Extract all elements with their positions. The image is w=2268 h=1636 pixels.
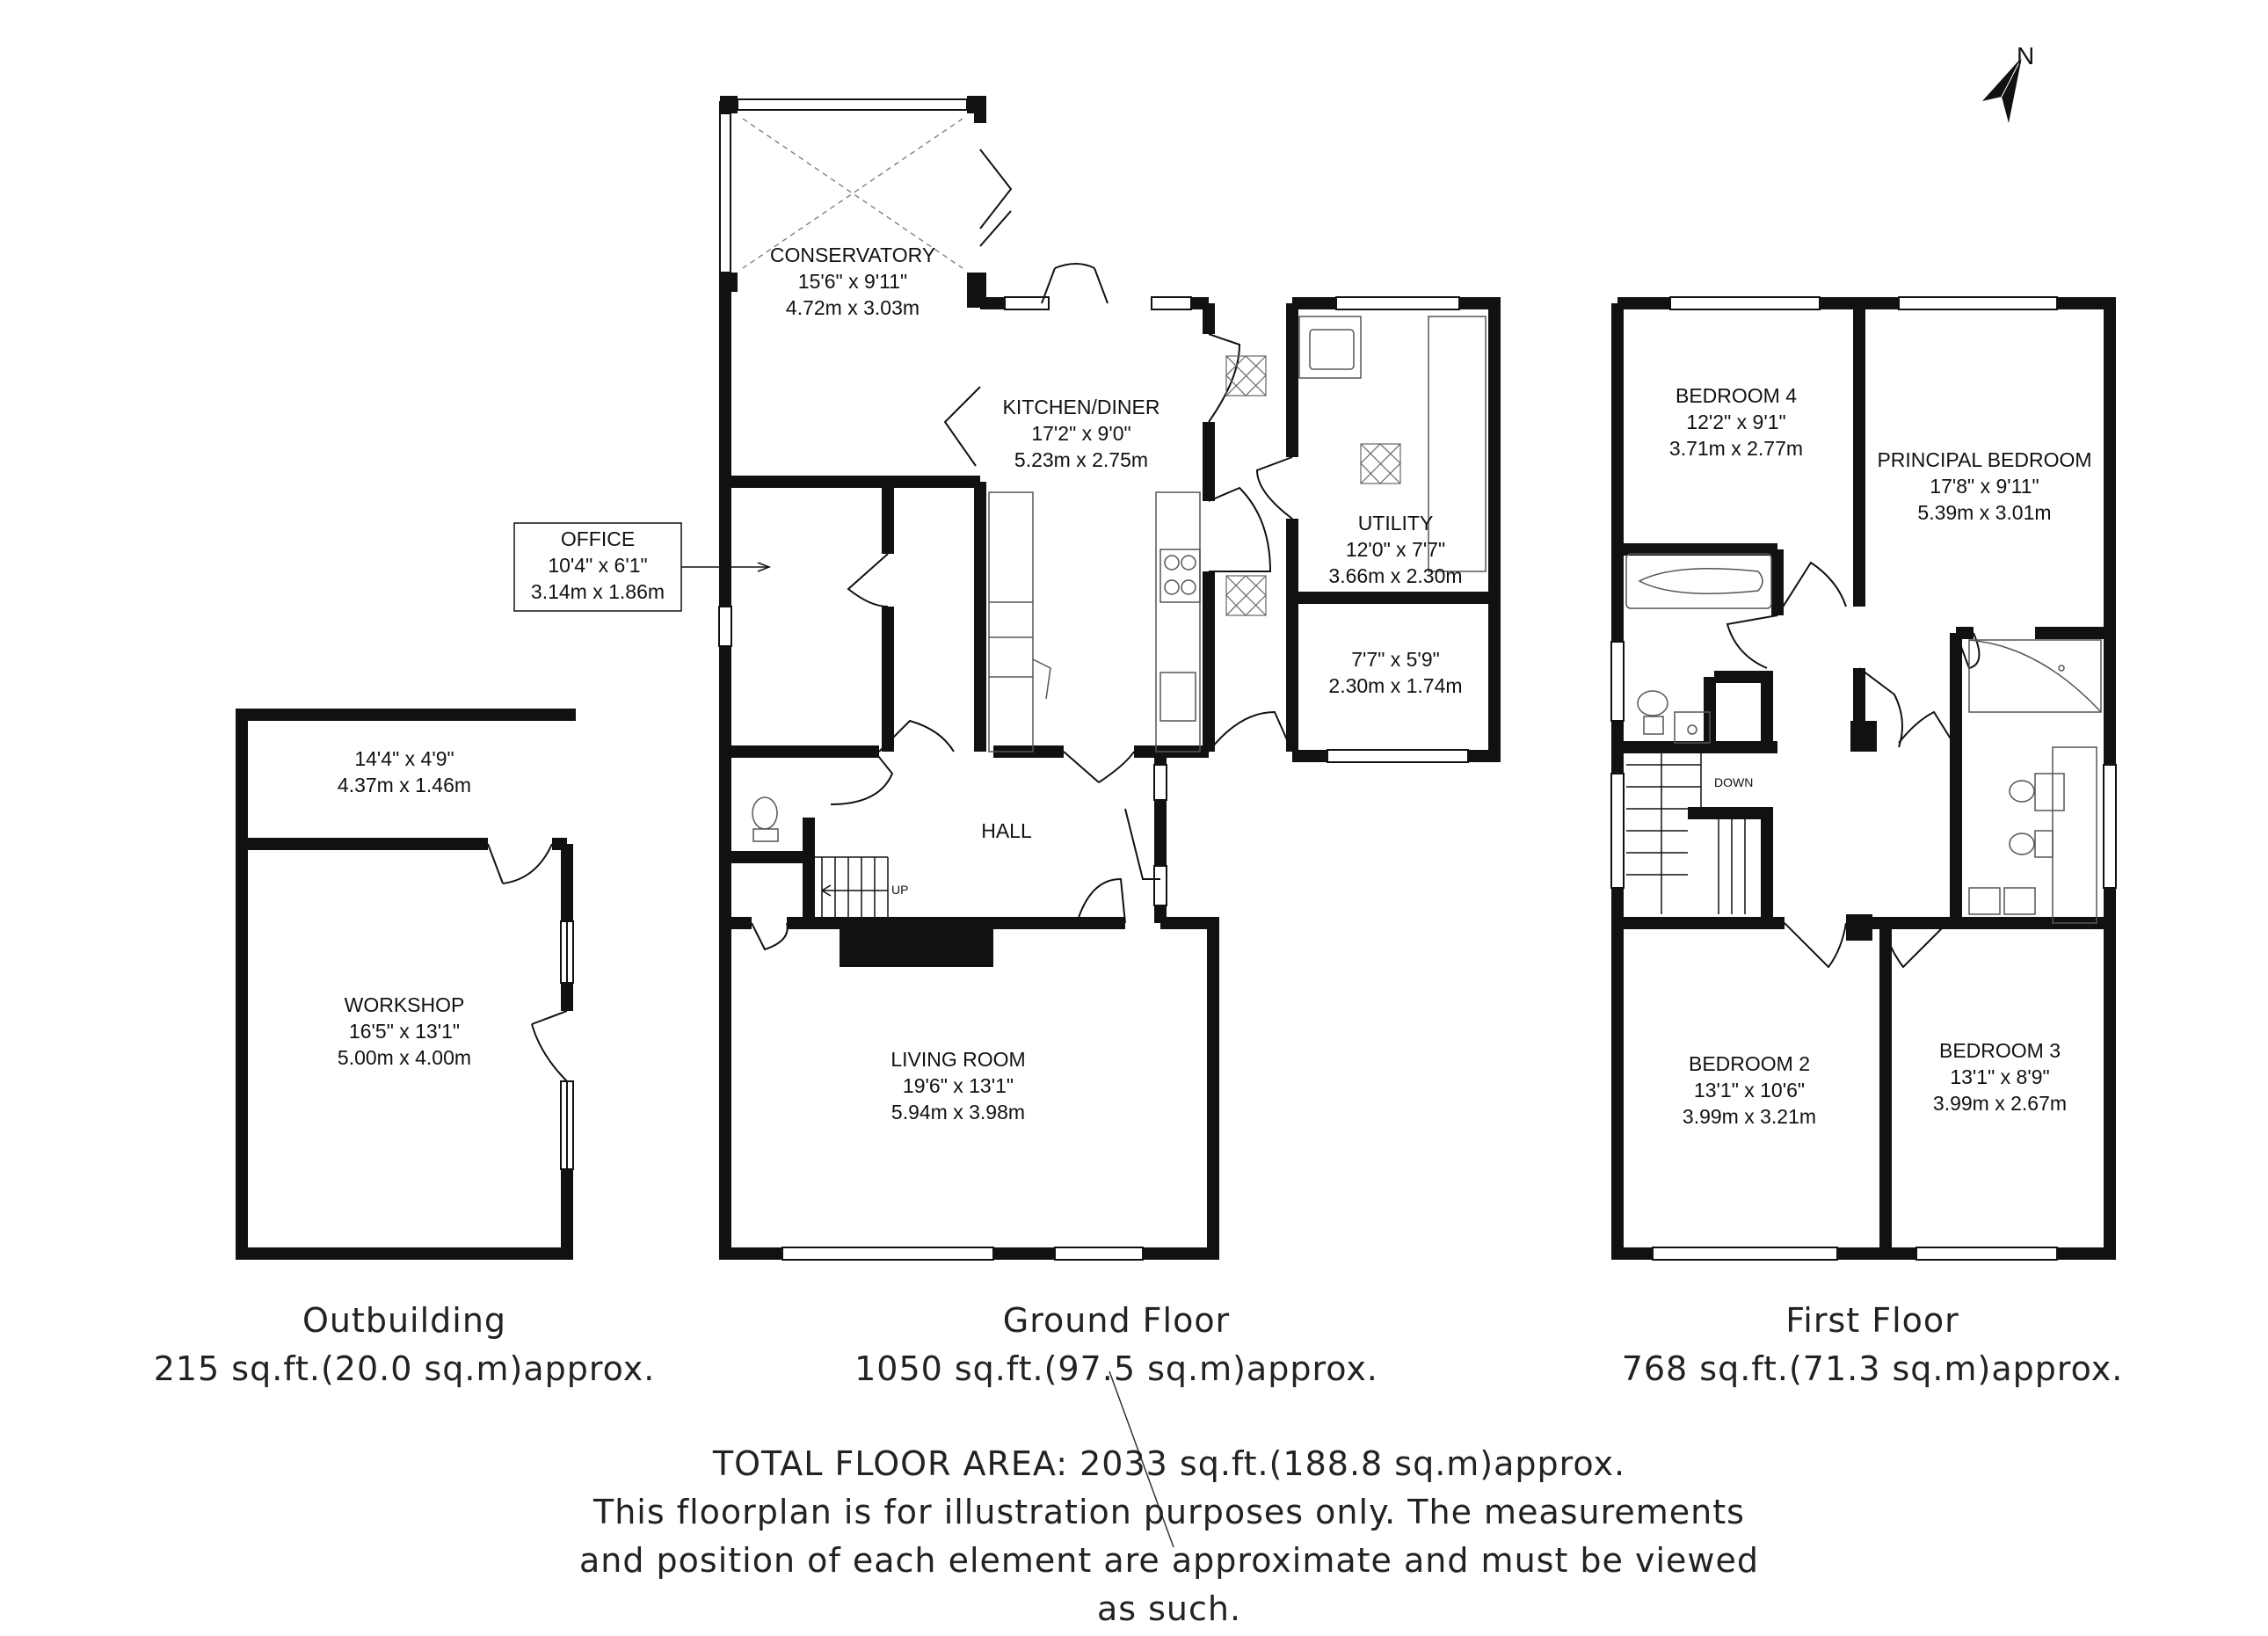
room-metric: 4.72m x 3.03m xyxy=(785,296,920,319)
disclaimer-line-2: and position of each element are approxi… xyxy=(578,1541,1760,1580)
room-label-store: 7'7" x 5'9" 2.30m x 1.74m xyxy=(1297,646,1494,699)
room-label-conservatory: CONSERVATORY 15'6" x 9'11" 4.72m x 3.03m xyxy=(752,242,954,321)
room-name: PRINCIPAL BEDROOM xyxy=(1877,448,2092,471)
ground-wc xyxy=(752,796,779,842)
room-label-office: OFFICE 10'4" x 6'1" 3.14m x 1.86m xyxy=(514,526,681,605)
caption-ground-floor: Ground Floor 1050 sq.ft.(97.5 sq.m)appro… xyxy=(800,1297,1433,1393)
disclaimer-line-3: as such. xyxy=(1096,1589,1242,1628)
fireplace xyxy=(840,923,993,967)
compass xyxy=(1982,56,2023,123)
room-label-workshop: WORKSHOP 16'5" x 13'1" 5.00m x 4.00m xyxy=(290,992,519,1071)
room-imperial: 16'5" x 13'1" xyxy=(348,1020,461,1043)
room-metric: 4.37m x 1.46m xyxy=(337,774,472,796)
room-imperial: 17'2" x 9'0" xyxy=(1031,422,1131,445)
stair-down-label: DOWN xyxy=(1714,775,1754,789)
room-name: BEDROOM 2 xyxy=(1688,1052,1811,1075)
room-metric: 5.39m x 3.01m xyxy=(1917,501,2052,524)
room-imperial: 13'1" x 8'9" xyxy=(1950,1065,2050,1088)
ground-floor-windows xyxy=(718,296,1469,1261)
room-metric: 2.30m x 1.74m xyxy=(1328,674,1463,697)
outbuilding-windows xyxy=(560,920,574,1170)
roof-lights xyxy=(1225,355,1401,616)
room-metric: 3.14m x 1.86m xyxy=(530,580,665,603)
room-imperial: 13'1" x 10'6" xyxy=(1693,1079,1806,1102)
room-imperial: 10'4" x 6'1" xyxy=(548,554,648,577)
outbuilding-doors xyxy=(487,843,568,1082)
room-metric: 5.94m x 3.98m xyxy=(890,1101,1026,1123)
room-metric: 5.00m x 4.00m xyxy=(337,1046,472,1069)
first-floor-pillar-2 xyxy=(1846,914,1872,941)
room-imperial: 14'4" x 4'9" xyxy=(354,747,454,770)
first-floor-pillar xyxy=(1850,721,1877,752)
room-name: LIVING ROOM xyxy=(890,1048,1026,1071)
room-imperial: 12'0" x 7'7" xyxy=(1345,538,1446,561)
caption-outbuilding: Outbuilding 215 sq.ft.(20.0 sq.m)approx. xyxy=(105,1297,703,1393)
room-name: OFFICE xyxy=(560,527,636,550)
floor-name: Ground Floor xyxy=(1002,1301,1231,1340)
room-name: BEDROOM 4 xyxy=(1675,384,1798,407)
first-floor-bathroom xyxy=(1625,553,1772,744)
room-imperial: 7'7" x 5'9" xyxy=(1351,648,1440,671)
room-name: KITCHEN/DINER xyxy=(1002,396,1160,418)
room-label-bedroom4: BEDROOM 4 12'2" x 9'1" 3.71m x 2.77m xyxy=(1635,382,1837,462)
first-floor-windows xyxy=(1610,296,2117,1261)
room-name: WORKSHOP xyxy=(344,993,465,1016)
room-imperial: 19'6" x 13'1" xyxy=(902,1074,1014,1097)
compass-north-label: N xyxy=(2017,42,2035,69)
total-floor-area: TOTAL FLOOR AREA: 2033 sq.ft.(188.8 sq.m… xyxy=(712,1444,1626,1483)
floor-area: 215 sq.ft.(20.0 sq.m)approx. xyxy=(153,1349,656,1388)
floor-area: 768 sq.ft.(71.3 sq.m)approx. xyxy=(1621,1349,2124,1388)
room-label-bedroom3: BEDROOM 3 13'1" x 8'9" 3.99m x 2.67m xyxy=(1894,1037,2105,1116)
footer-notes: TOTAL FLOOR AREA: 2033 sq.ft.(188.8 sq.m… xyxy=(440,1440,1899,1633)
room-metric: 3.66m x 2.30m xyxy=(1328,564,1463,587)
ground-floor-doors xyxy=(751,263,1293,951)
room-imperial: 17'8" x 9'11" xyxy=(1930,475,2039,498)
caption-first-floor: First Floor 768 sq.ft.(71.3 sq.m)approx. xyxy=(1565,1297,2180,1393)
room-label-principal: PRINCIPAL BEDROOM 17'8" x 9'11" 5.39m x … xyxy=(1868,447,2101,526)
kitchen-fittings xyxy=(988,316,1487,753)
room-metric: 3.99m x 2.67m xyxy=(1932,1092,2068,1115)
room-metric: 3.71m x 2.77m xyxy=(1668,437,1804,460)
room-name: BEDROOM 3 xyxy=(1938,1039,2061,1062)
room-name: HALL xyxy=(981,819,1032,842)
floor-name: Outbuilding xyxy=(302,1301,507,1340)
floor-area: 1050 sq.ft.(97.5 sq.m)approx. xyxy=(854,1349,1378,1388)
room-metric: 5.23m x 2.75m xyxy=(1014,448,1149,471)
room-name: UTILITY xyxy=(1357,512,1434,534)
leader-line xyxy=(1109,1371,1174,1548)
room-label-utility: UTILITY 12'0" x 7'7" 3.66m x 2.30m xyxy=(1297,510,1494,589)
stair-down xyxy=(1626,747,1746,914)
room-label-living: LIVING ROOM 19'6" x 13'1" 5.94m x 3.98m xyxy=(844,1046,1072,1125)
ensuite-fittings xyxy=(1968,639,2102,924)
stair-up-label: UP xyxy=(891,883,909,897)
room-metric: 3.99m x 3.21m xyxy=(1682,1105,1817,1128)
room-imperial: 12'2" x 9'1" xyxy=(1686,411,1786,433)
room-name: CONSERVATORY xyxy=(769,244,936,266)
room-label-kitchen: KITCHEN/DINER 17'2" x 9'0" 5.23m x 2.75m xyxy=(976,394,1187,473)
conservatory-frame xyxy=(719,96,1013,308)
disclaimer-line-1: This floorplan is for illustration purpo… xyxy=(593,1493,1745,1531)
first-floor-doors xyxy=(1726,561,1981,969)
outbuilding-walls xyxy=(236,709,576,1260)
room-imperial: 15'6" x 9'11" xyxy=(797,270,908,293)
stair-up xyxy=(809,856,889,923)
room-label-bedroom2: BEDROOM 2 13'1" x 10'6" 3.99m x 3.21m xyxy=(1644,1051,1855,1130)
office-arrow xyxy=(513,522,772,612)
floor-name: First Floor xyxy=(1785,1301,1959,1340)
room-label-outbuilding-store: 14'4" x 4'9" 4.37m x 1.46m xyxy=(290,745,519,798)
room-label-hall: HALL xyxy=(949,818,1064,844)
